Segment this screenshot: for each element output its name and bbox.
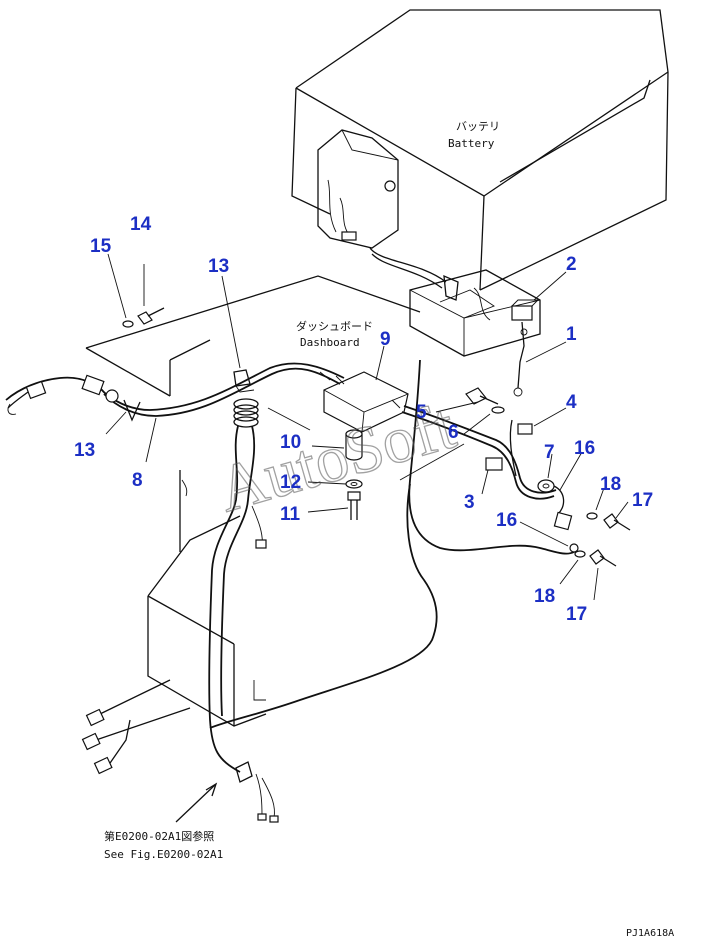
callout-17-upper: 17 — [632, 490, 653, 511]
coiled-harness — [208, 398, 267, 773]
callout-9: 9 — [380, 329, 391, 350]
dashboard-label-en: Dashboard — [300, 336, 360, 349]
callout-6: 6 — [448, 422, 459, 443]
callout-16-lower: 16 — [496, 510, 517, 531]
dashboard-label-jp: ダッシュボード — [296, 319, 373, 333]
callout-1: 1 — [566, 324, 577, 345]
callout-8: 8 — [132, 470, 143, 491]
callout-15: 15 — [90, 236, 112, 257]
battery-label-jp: バッテリ — [456, 120, 500, 133]
callout-13-upper: 13 — [208, 256, 229, 277]
callout-12: 12 — [280, 472, 301, 493]
callout-18-upper: 18 — [600, 474, 621, 495]
callout-5: 5 — [416, 402, 427, 423]
drawing-code: PJ1A618A — [626, 928, 674, 939]
relay-block — [409, 269, 541, 357]
callout-10: 10 — [280, 432, 301, 453]
callout-18-lower: 18 — [534, 586, 555, 607]
lower-box — [147, 470, 267, 727]
see-fig-label-en: See Fig.E0200-02A1 — [104, 848, 223, 861]
callout-3: 3 — [464, 492, 475, 513]
callout-14: 14 — [130, 214, 152, 235]
callout-17-lower: 17 — [566, 604, 587, 625]
callout-2: 2 — [566, 254, 577, 275]
battery-label-en: Battery — [448, 137, 495, 150]
callouts: 2 1 4 9 5 6 7 16 3 18 17 16 18 17 13 14 … — [74, 214, 653, 625]
callout-4: 4 — [566, 392, 577, 413]
dashboard-panel — [85, 275, 421, 431]
battery-box — [291, 9, 669, 291]
bracket-part-9 — [323, 371, 409, 433]
callout-16-upper: 16 — [574, 438, 595, 459]
callout-13-lower: 13 — [74, 440, 95, 461]
see-fig-label-jp: 第E0200-02A1図参照 — [104, 829, 214, 843]
callout-7: 7 — [544, 442, 555, 463]
callout-11: 11 — [280, 504, 301, 525]
leader-lines — [105, 253, 629, 601]
